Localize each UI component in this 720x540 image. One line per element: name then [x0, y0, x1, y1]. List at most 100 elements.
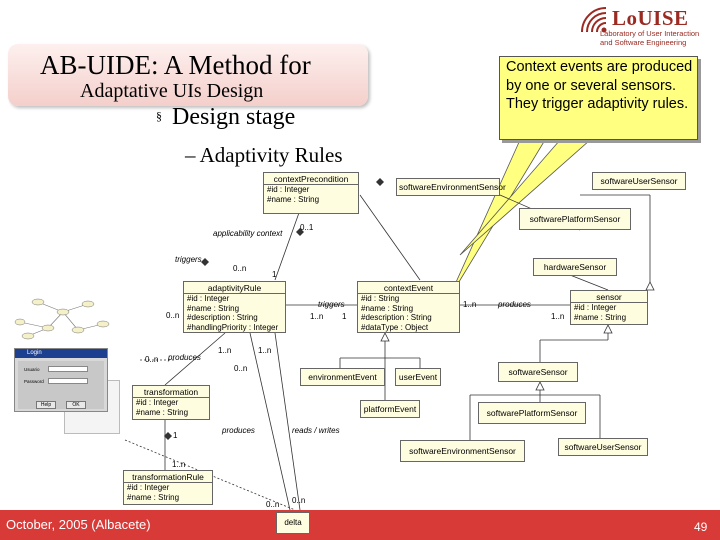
class-attr: #name : String	[136, 407, 189, 417]
assoc-label-triggers: triggers	[175, 255, 202, 264]
logo: LoUISE Laboratory of User Interaction an…	[576, 0, 720, 52]
uml-class-adaptivity-rule: adaptivityRule #id : Integer #name : Str…	[183, 281, 286, 333]
bullet-mark: §	[156, 109, 162, 123]
logo-name: LoUISE	[612, 6, 689, 30]
mini-field-label: Usuario	[24, 367, 40, 372]
multiplicity: 1	[173, 431, 178, 440]
class-attr: #id : Integer	[136, 398, 179, 407]
uml-class-context-event: contextEvent #id : String #name : String…	[357, 281, 460, 333]
class-attr: #id : Integer	[267, 185, 310, 194]
multiplicity: 1	[272, 270, 277, 279]
uml-class-software-environment-sensor: softwareEnvironmentSensor	[396, 178, 506, 196]
title-banner	[8, 44, 368, 106]
class-attr: #name : String	[187, 303, 240, 313]
uml-class-hardware-sensor: hardwareSensor	[533, 258, 617, 276]
bullet-adaptivity-rules: – Adaptivity Rules	[185, 143, 343, 167]
class-attr: #id : Integer	[187, 294, 230, 303]
callout-box	[499, 56, 698, 140]
class-name: softwareSensor	[508, 367, 568, 377]
multiplicity: 1..n	[218, 346, 232, 355]
multiplicity: 0..n	[234, 364, 248, 373]
class-name: sensor	[571, 291, 647, 303]
uml-class-software-user-sensor: softwareUserSensor	[592, 172, 686, 190]
class-name: softwarePlatformSensor	[486, 408, 578, 418]
mini-help-button: Help	[36, 401, 56, 409]
assoc-label-produces: produces	[498, 300, 531, 309]
class-name: environmentEvent	[308, 372, 377, 382]
multiplicity: 0..1	[300, 223, 314, 232]
uml-class-platform-event: platformEvent	[360, 400, 420, 418]
logo-subtitle-1: Laboratory of User Interaction	[600, 29, 700, 38]
multiplicity: 1	[342, 312, 347, 321]
wifi-wave-icon	[581, 7, 607, 33]
class-attr: #id : Integer	[574, 303, 617, 312]
class-name: softwareEnvironmentSensor	[409, 446, 516, 456]
class-attr: #handlingPriority : Integer	[187, 322, 279, 332]
assoc-applicability	[274, 209, 301, 281]
class-attr: #name : String	[267, 194, 320, 204]
class-name: platformEvent	[363, 404, 417, 414]
uml-class-transformation: transformation #id : Integer #name : Str…	[132, 385, 210, 420]
class-attr: #id : Integer	[127, 483, 170, 492]
mini-window-body: Usuario Password Help OK	[18, 361, 104, 409]
assoc-label-reads-writes: reads / writes	[292, 426, 340, 435]
mini-input-field	[48, 366, 88, 372]
assoc-label-triggers: triggers	[318, 300, 345, 309]
class-name: softwareEnvironmentSensor	[399, 182, 506, 192]
uml-class-software-user-sensor-2: softwareUserSensor	[558, 438, 648, 456]
slide-subtitle: Adaptative UIs Design	[80, 80, 264, 102]
footer-date: October, 2005 (Albacete)	[6, 517, 151, 532]
logo-subtitle-2: and Software Engineering	[600, 38, 687, 47]
class-name: softwareUserSensor	[600, 176, 678, 186]
bullet-design-stage: § Design stage	[156, 104, 295, 131]
mini-window-title: Login	[15, 349, 107, 358]
assoc-label-produces: produces	[222, 426, 255, 435]
page-number: 49	[694, 520, 708, 534]
uml-class-software-platform-sensor: softwarePlatformSensor	[519, 208, 631, 230]
multiplicity: 0..n	[292, 496, 306, 505]
footer-bar	[0, 510, 720, 540]
class-name: hardwareSensor	[543, 262, 607, 272]
class-name: transformationRule	[124, 471, 212, 483]
class-name: softwareUserSensor	[564, 442, 642, 452]
multiplicity: 0..n	[266, 500, 280, 509]
multiplicity: 0..n	[145, 355, 159, 364]
multiplicity: 0..n	[166, 311, 180, 320]
mini-task-diagram-image	[14, 298, 110, 340]
class-name: contextPrecondition	[264, 173, 358, 185]
mini-login-window: Login Usuario Password Help OK	[14, 348, 108, 412]
callout-pointer-2	[459, 139, 592, 256]
class-attr: #name : String	[574, 312, 627, 322]
slide-title: AB-UIDE: A Method for	[40, 50, 311, 80]
uml-class-context-precondition: contextPrecondition #id : Integer #name …	[263, 172, 359, 214]
multiplicity: 1..n	[172, 460, 186, 469]
uml-class-software-sensor: softwareSensor	[498, 362, 578, 382]
uml-class-software-platform-sensor-2: softwarePlatformSensor	[478, 402, 586, 424]
bullet-design-stage-text: Design stage	[172, 104, 296, 130]
class-attr: #dataType : Object	[361, 322, 429, 332]
multiplicity: 1..n	[463, 300, 477, 309]
uml-class-transformation-rule: transformationRule #id : Integer #name :…	[123, 470, 213, 505]
callout-text: Context events are produced by one or se…	[506, 59, 693, 112]
multiplicity: 0..n	[233, 264, 247, 273]
assoc-label-applicability-context: applicability context	[213, 229, 283, 238]
multiplicity: 1..n	[551, 312, 565, 321]
mini-field-label: Password	[24, 379, 44, 384]
multiplicity: 1..n	[310, 312, 324, 321]
mini-input-field	[48, 378, 88, 384]
uml-class-software-environment-sensor-2: softwareEnvironmentSensor	[400, 440, 525, 462]
class-attr: #description : String	[361, 313, 432, 322]
multiplicity: 1..n	[258, 346, 272, 355]
class-name: adaptivityRule	[184, 282, 285, 294]
class-name: transformation	[133, 386, 209, 398]
class-name: softwarePlatformSensor	[529, 214, 621, 224]
uml-class-sensor: sensor #id : Integer #name : String	[570, 290, 648, 325]
uml-class-user-event: userEvent	[395, 368, 441, 386]
uml-class-delta: delta	[276, 512, 310, 534]
class-attr: #id : String	[361, 294, 400, 303]
class-name: userEvent	[398, 372, 438, 382]
class-attr: #name : String	[127, 492, 180, 502]
mini-ok-button: OK	[66, 401, 86, 409]
